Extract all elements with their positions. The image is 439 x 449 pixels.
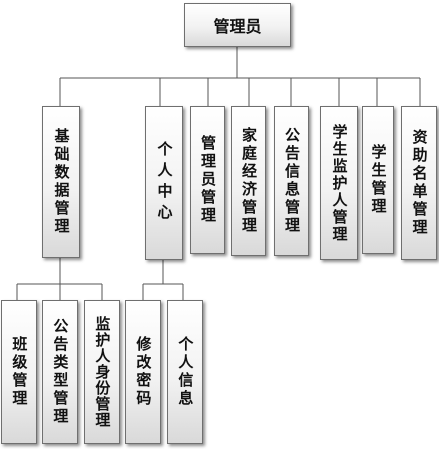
module-node-label: 个人中心 xyxy=(155,141,174,225)
leaf-node-label: 个人信息 xyxy=(176,336,195,408)
module-node-guardian: 学生监护人管理 xyxy=(320,106,358,260)
module-node-label: 学生管理 xyxy=(369,144,388,216)
root-node-label: 管理员 xyxy=(213,17,262,36)
leaf-node-change-password: 修改密码 xyxy=(125,300,161,444)
leaf-node-guardian-identity: 监护人身份管理 xyxy=(84,300,120,444)
leaf-node-label: 班级管理 xyxy=(10,336,29,408)
module-node-label: 资助名单管理 xyxy=(410,129,429,237)
module-node-notice-info: 公告信息管理 xyxy=(274,106,309,256)
module-node-admin-management: 管理员管理 xyxy=(190,106,225,254)
module-node-label: 学生监护人管理 xyxy=(330,123,349,243)
leaf-node-label: 修改密码 xyxy=(134,336,153,408)
module-node-label: 管理员管理 xyxy=(199,135,217,225)
leaf-node-label: 监护人身份管理 xyxy=(93,316,112,428)
leaf-node-label: 公告类型管理 xyxy=(51,318,70,426)
module-node-family-economy: 家庭经济管理 xyxy=(231,106,266,256)
root-node-admin: 管理员 xyxy=(184,3,291,47)
leaf-node-personal-info: 个人信息 xyxy=(167,300,203,444)
module-node-label: 基础数据管理 xyxy=(52,128,71,236)
module-node-aid-list: 资助名单管理 xyxy=(401,106,437,260)
leaf-node-notice-type: 公告类型管理 xyxy=(42,300,78,444)
module-node-student: 学生管理 xyxy=(362,106,394,254)
module-node-label: 公告信息管理 xyxy=(283,127,301,235)
leaf-node-class-management: 班级管理 xyxy=(1,300,37,444)
module-node-label: 家庭经济管理 xyxy=(240,127,258,235)
module-node-personal-center: 个人中心 xyxy=(145,106,183,260)
module-node-basic-data: 基础数据管理 xyxy=(42,106,80,258)
